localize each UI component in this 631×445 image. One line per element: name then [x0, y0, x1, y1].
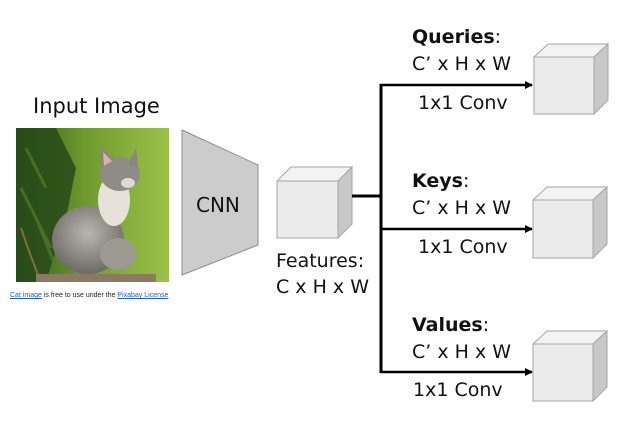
values-colon: :: [482, 314, 490, 336]
cat-image-link[interactable]: Cat image: [10, 292, 42, 299]
keys-cube: [531, 185, 609, 260]
keys-colon: :: [462, 170, 470, 192]
queries-shape: C’ x H x W: [412, 53, 512, 75]
features-shape: C x H x W: [276, 276, 369, 298]
values-cube: [531, 329, 609, 403]
cat-image: [16, 128, 169, 282]
cnn-label: CNN: [196, 193, 240, 217]
queries-op: 1x1 Conv: [418, 92, 508, 114]
keys-name: Keys: [412, 170, 463, 192]
features-cube: [275, 165, 354, 240]
keys-op: 1x1 Conv: [418, 236, 508, 258]
values-name: Values: [412, 314, 483, 336]
queries-name: Queries: [412, 26, 495, 48]
values-op: 1x1 Conv: [413, 379, 503, 401]
keys-shape: C’ x H x W: [412, 197, 512, 219]
image-credit: Cat image is free to use under the Pixab…: [10, 292, 168, 299]
queries-colon: :: [494, 26, 502, 48]
credit-text: is free to use under the: [41, 292, 118, 299]
values-title: Values:: [412, 314, 489, 336]
cnn-block: [181, 129, 259, 276]
pixabay-license-link[interactable]: Pixabay License: [117, 292, 169, 299]
keys-title: Keys:: [412, 170, 469, 192]
queries-title: Queries:: [412, 26, 501, 48]
queries-cube: [532, 42, 610, 116]
features-label: Features:: [276, 250, 365, 272]
values-shape: C’ x H x W: [412, 341, 512, 363]
input-image-title: Input Image: [33, 94, 160, 118]
